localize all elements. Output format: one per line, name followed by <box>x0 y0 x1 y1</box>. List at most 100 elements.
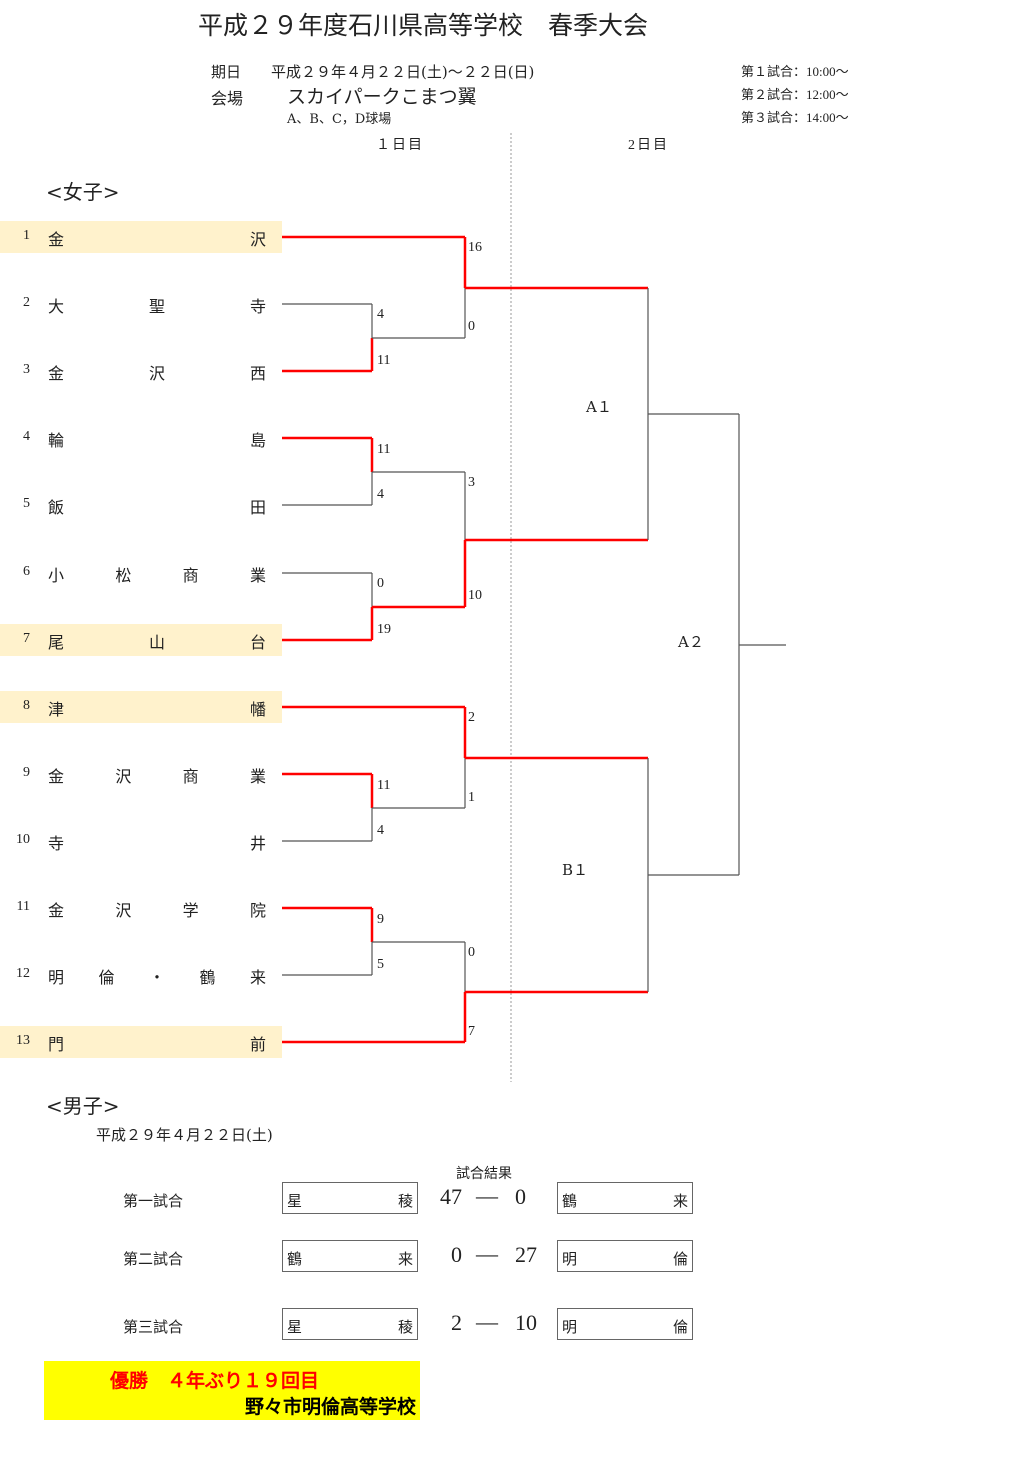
team-name-char: 稜 <box>397 1192 413 1210</box>
away-score: 0 <box>515 1184 526 1209</box>
team-name-char: 飯 <box>48 498 65 517</box>
team-name-char: 明 <box>48 968 65 987</box>
team-row: 9 金 沢 商 業 <box>0 758 282 790</box>
team-name-char: 寺 <box>249 297 266 316</box>
score: 16 <box>468 240 482 255</box>
team-name-char: 倫 <box>672 1250 688 1268</box>
team-row: 2 大聖寺 <box>0 288 282 320</box>
team-name-char: 田 <box>249 498 266 517</box>
winner-title: 優勝 ４年ぶり１９回目 <box>110 1370 320 1392</box>
team-seed: 13 <box>16 1033 30 1048</box>
match-label-a2: A２ <box>678 633 704 651</box>
score: 4 <box>377 307 384 322</box>
day2-label: 2日目 <box>628 138 669 153</box>
team-name-char: 倫 <box>98 968 115 987</box>
team-seed: 9 <box>23 765 30 780</box>
team-name-char: ・ <box>148 968 165 987</box>
match-label: 第二試合 <box>123 1250 184 1268</box>
away-team-box: 明倫 <box>557 1308 693 1340</box>
team-name-char: 来 <box>672 1192 688 1210</box>
home-score: 47 <box>440 1184 462 1209</box>
team-seed: 5 <box>23 496 30 511</box>
home-team-box: 鶴来 <box>282 1240 418 1272</box>
team-name-char: 稜 <box>397 1318 413 1336</box>
team-name-char: 前 <box>249 1035 266 1054</box>
score: 2 <box>468 710 475 725</box>
team-seed: 11 <box>16 899 30 914</box>
team-name: 寺井 <box>48 830 266 854</box>
score-dash: — <box>476 1183 498 1208</box>
score: 4 <box>377 487 384 502</box>
venue-label: 会場 <box>211 89 244 108</box>
team-seed: 2 <box>23 295 30 310</box>
team-name: 輪島 <box>48 427 266 451</box>
away-team-box: 鶴来 <box>557 1182 693 1214</box>
team-name-char: 井 <box>249 834 266 853</box>
home-team-box: 星稜 <box>282 1182 418 1214</box>
team-name-char: 小 <box>48 566 65 585</box>
team-name-char: 島 <box>249 431 266 450</box>
team-name: 尾山台 <box>48 629 266 653</box>
team-name-char: 沢 <box>115 767 132 786</box>
match-label: 第一試合 <box>123 1192 184 1210</box>
team-row: 11 金沢学院 <box>0 892 282 924</box>
team-name: 小松商業 <box>48 562 266 586</box>
team-name-char: 鶴 <box>199 968 216 987</box>
score: 11 <box>377 778 391 793</box>
score: 0 <box>377 576 384 591</box>
team-name: 金沢商業 <box>48 763 266 787</box>
schedule-1: 第１試合：10:00～ <box>741 64 849 79</box>
team-name-char: 金 <box>48 364 65 383</box>
team-name-char: 院 <box>249 901 266 920</box>
team-row: 5 飯 田 <box>0 489 282 521</box>
team-name-char: 来 <box>249 968 266 987</box>
score: 11 <box>377 442 391 457</box>
team-name-char: 金 <box>48 230 65 249</box>
team-name-char: 松 <box>115 566 132 585</box>
team-seed: 6 <box>23 564 30 579</box>
team-name-char: 門 <box>48 1035 65 1054</box>
team-name-char: 尾 <box>48 633 65 652</box>
match-label-b1: B１ <box>562 861 589 879</box>
team-name-char: 星 <box>287 1192 303 1210</box>
team-seed: 7 <box>23 631 30 646</box>
team-name-char: 津 <box>48 700 65 719</box>
results-header: 試合結果 <box>456 1166 512 1182</box>
team-seed: 1 <box>23 228 30 243</box>
score: 4 <box>377 823 384 838</box>
team-name-char: 明 <box>562 1318 578 1336</box>
team-name: 金沢学院 <box>48 897 266 921</box>
score: 0 <box>468 945 475 960</box>
venue-value: スカイパークこまつ翼 <box>287 86 477 108</box>
boys-date: 平成２９年４月２２日(土) <box>96 1126 273 1144</box>
winner-school: 野々市明倫高等学校 <box>244 1396 416 1418</box>
team-name: 金沢 <box>48 226 266 250</box>
team-name: 大聖寺 <box>48 293 266 317</box>
team-name-char: 金 <box>48 901 65 920</box>
match-label-a1: A１ <box>586 398 612 416</box>
team-name-char: 業 <box>249 767 266 786</box>
team-name-char: 金 <box>48 767 65 786</box>
team-name-char: 山 <box>148 633 165 652</box>
team-name-char: 商 <box>182 767 199 786</box>
team-name-char: 寺 <box>48 834 65 853</box>
team-name-char: 鶴 <box>287 1250 303 1268</box>
score: 10 <box>468 588 482 603</box>
team-name-char: 沢 <box>249 230 266 249</box>
team-name: 門前 <box>48 1031 266 1055</box>
team-name: 明 倫 ・ 鶴 来 <box>48 964 266 988</box>
team-name-char: 輪 <box>48 431 65 450</box>
score: 0 <box>468 319 475 334</box>
away-score: 27 <box>515 1242 537 1267</box>
home-score: 0 <box>451 1242 462 1267</box>
date-value: 平成２９年４月２２日(土)～２２日(日) <box>271 63 535 81</box>
team-name-char: 沢 <box>148 364 165 383</box>
